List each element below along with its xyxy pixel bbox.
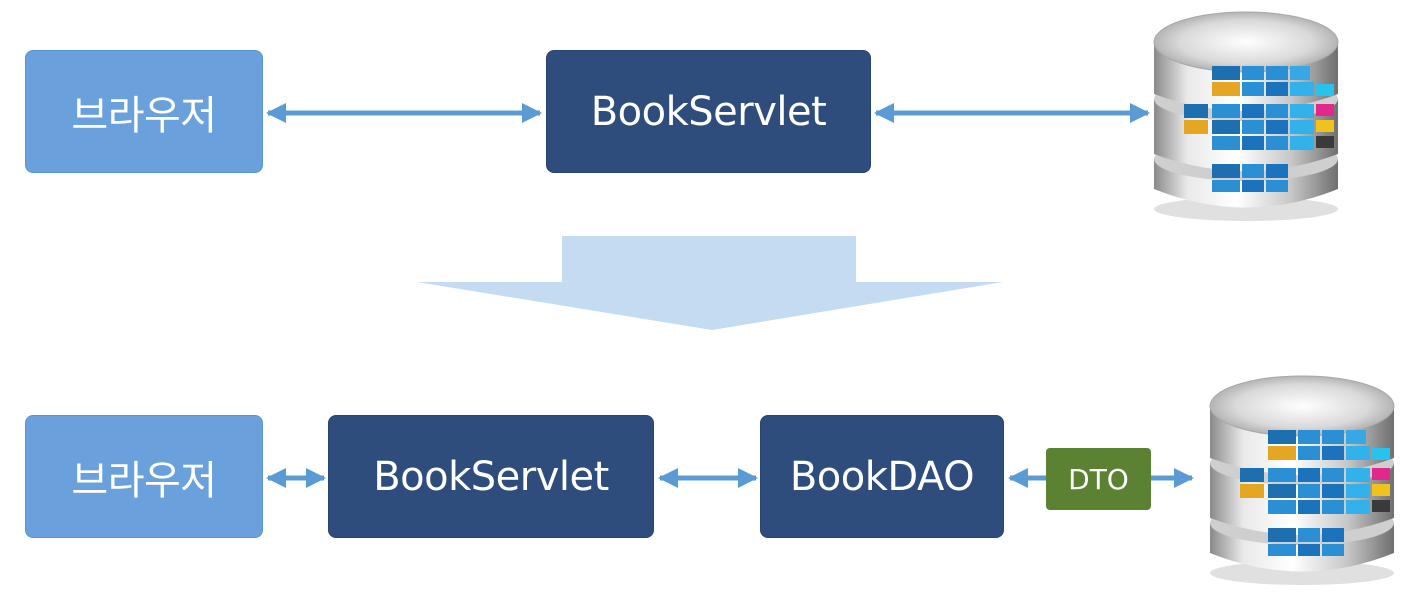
servlet-label: BookServlet [590, 88, 827, 135]
database-icon [1153, 11, 1339, 221]
servlet-box-bottom: BookServlet [328, 415, 654, 538]
dto-label: DTO [1068, 462, 1129, 496]
browser-box-bottom: 브라우저 [25, 415, 263, 538]
dao-label: BookDAO [789, 453, 975, 500]
browser-label: 브라우저 [71, 457, 217, 504]
servlet-box-top: BookServlet [546, 50, 871, 173]
transition-arrow [417, 236, 1003, 330]
browser-label: 브라우저 [71, 92, 217, 139]
servlet-label: BookServlet [373, 453, 609, 500]
browser-box-top: 브라우저 [25, 50, 263, 173]
dao-box: BookDAO [760, 415, 1004, 538]
database-icon [1209, 375, 1395, 585]
dto-badge: DTO [1046, 448, 1151, 510]
